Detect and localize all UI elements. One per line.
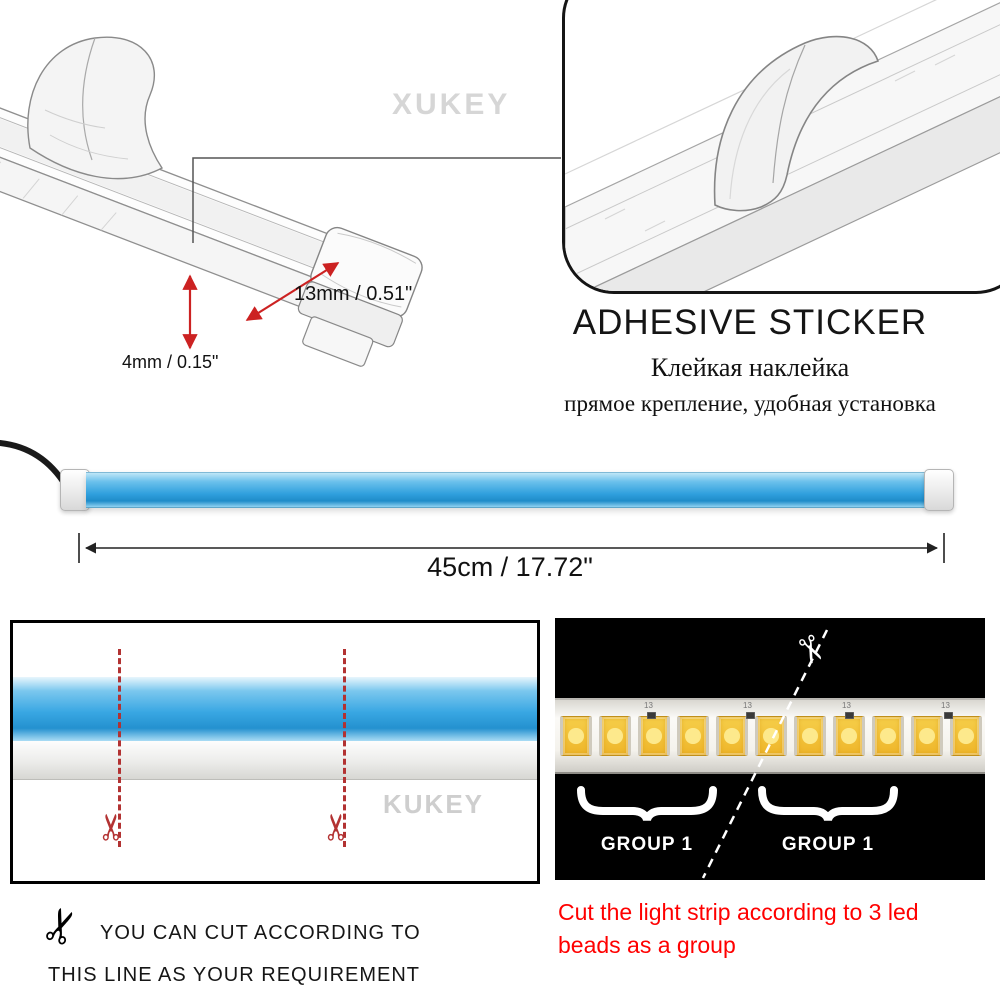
cut-line-panel: ✂ ✂ KUKEY — [10, 620, 540, 884]
adhesive-closeup-sketch — [565, 0, 1000, 291]
adhesive-closeup-panel — [562, 0, 1000, 294]
watermark: KUKEY — [383, 789, 485, 819]
cut-caption-line-2: THIS LINE AS YOUR REQUIREMENT — [48, 964, 421, 986]
led-pcb-strip: 13 13 13 13 — [555, 698, 985, 774]
cut-note-line-2: beads as a group — [558, 932, 736, 958]
led-chip — [872, 716, 904, 756]
scissors-icon: ✂ — [91, 811, 133, 843]
led-group-panel: 13 13 13 13 ✂ GROUP 1 GROUP 1 — [555, 618, 985, 880]
led-chip — [599, 716, 631, 756]
adhesive-subtitle-ru-2: прямое крепление, удобная установка — [564, 391, 936, 416]
led-chip — [911, 716, 943, 756]
led-chip — [833, 716, 865, 756]
strip-closeup-silicone-band — [13, 741, 537, 780]
pcb-marking: 13 — [941, 701, 950, 710]
thickness-dimension-label: 4mm / 0.15" — [122, 352, 219, 372]
resistor — [845, 712, 854, 719]
width-dimension-label: 13mm / 0.51" — [294, 283, 413, 305]
cut-dashed-line — [118, 649, 121, 847]
scissors-icon: ✂ — [316, 811, 358, 843]
pcb-marking: 13 — [743, 701, 752, 710]
led-chip — [950, 716, 982, 756]
group-label-right: GROUP 1 — [781, 834, 875, 855]
cut-dashed-line — [343, 649, 346, 847]
scissors-icon: ✂ — [30, 898, 93, 954]
led-strip-photo — [86, 472, 926, 508]
led-row — [560, 716, 985, 756]
resistor — [647, 712, 656, 719]
resistor — [944, 712, 953, 719]
cut-caption-line-1: YOU CAN CUT ACCORDING TO — [100, 922, 421, 944]
watermark: XUKEY — [392, 88, 511, 121]
led-chip — [560, 716, 592, 756]
group-braces — [577, 786, 898, 822]
strip-sketch-drawing — [0, 36, 423, 367]
adhesive-subtitle-ru: Клейкая наклейка — [650, 353, 850, 382]
diagonal-cut-line — [701, 629, 829, 879]
adhesive-text-block: ADHESIVE STICKER Клейкая наклейка прямое… — [540, 303, 960, 417]
resistor — [746, 712, 755, 719]
cut-note: Cut the light strip according to 3 led b… — [558, 896, 988, 962]
pcb-marking: 13 — [842, 701, 851, 710]
strip-closeup-blue-band — [13, 677, 537, 741]
length-dimension-label: 45cm / 17.72" — [427, 552, 593, 582]
led-chip — [794, 716, 826, 756]
adhesive-title: ADHESIVE STICKER — [572, 303, 928, 342]
led-chip — [716, 716, 748, 756]
cut-note-line-1: Cut the light strip according to 3 led — [558, 899, 919, 925]
strip-end-cap-right — [924, 469, 954, 511]
led-chip — [677, 716, 709, 756]
pcb-marking: 13 — [644, 701, 653, 710]
group-label-left: GROUP 1 — [600, 834, 694, 855]
